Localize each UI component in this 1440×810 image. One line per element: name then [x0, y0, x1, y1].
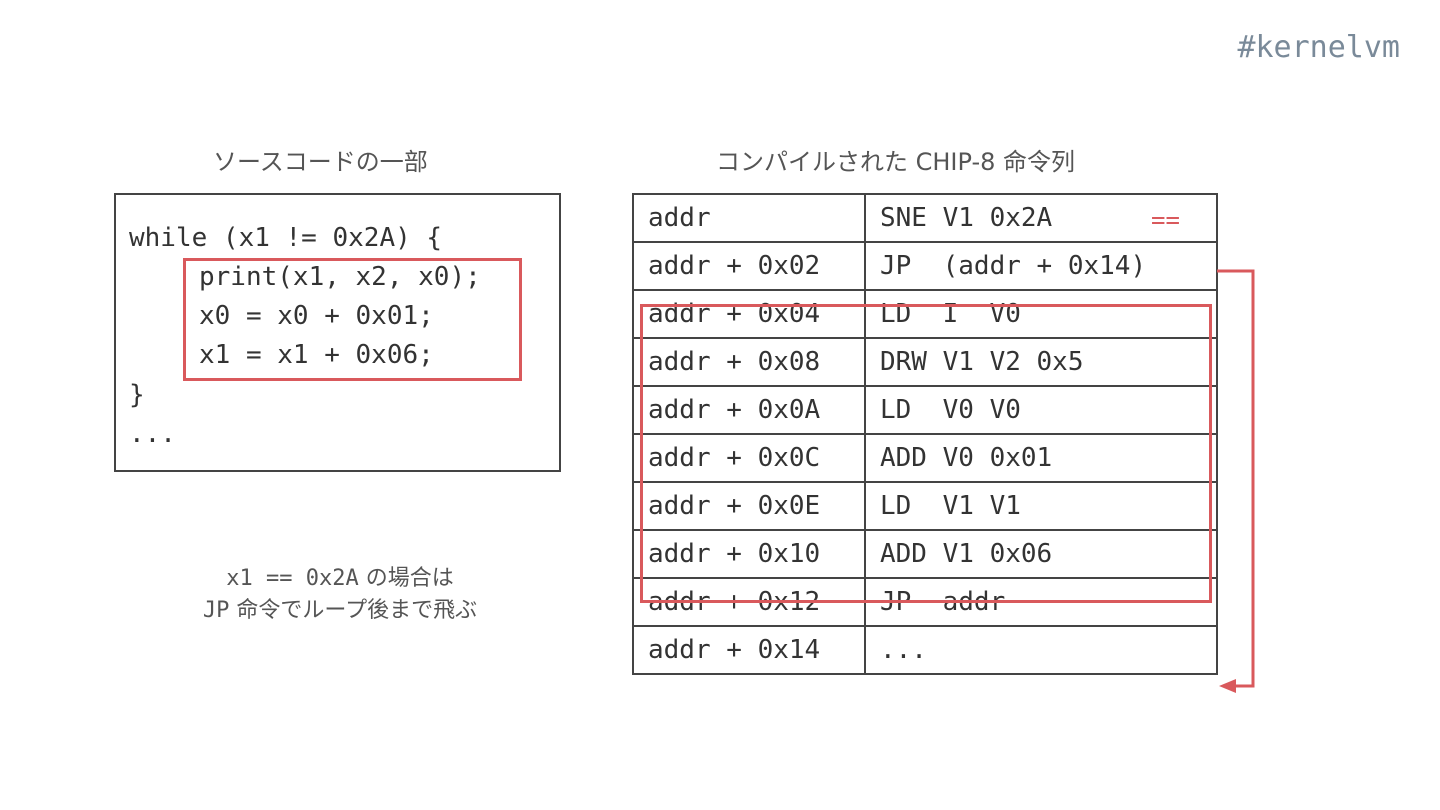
- code-line: print(x1, x2, x0);: [199, 262, 481, 292]
- code-line: while (x1 != 0x2A) {: [129, 223, 443, 253]
- instr-cell: DRW V1 V2 0x5: [864, 337, 1218, 387]
- note-code: x1 == 0x2A: [226, 566, 359, 591]
- note-line-2: JP 命令でループ後まで飛ぶ: [130, 592, 550, 624]
- note-text: 命令でループ後まで飛ぶ: [229, 598, 478, 623]
- hashtag-label: #kernelvm: [1237, 30, 1400, 65]
- instr-cell: ADD V1 0x06: [864, 529, 1218, 579]
- instr-cell: LD V1 V1: [864, 481, 1218, 531]
- code-line: ...: [129, 419, 176, 449]
- addr-cell: addr + 0x02: [632, 241, 866, 291]
- addr-cell: addr + 0x0A: [632, 385, 866, 435]
- addr-cell: addr: [632, 193, 866, 243]
- addr-cell: addr + 0x08: [632, 337, 866, 387]
- instr-cell: LD V0 V0: [864, 385, 1218, 435]
- code-line: x1 = x1 + 0x06;: [199, 340, 434, 370]
- instr-cell: SNE V1 0x2A: [864, 193, 1218, 243]
- table-row: addr + 0x14...: [632, 625, 1218, 675]
- addr-cell: addr + 0x10: [632, 529, 866, 579]
- instr-cell: ADD V0 0x01: [864, 433, 1218, 483]
- loop-instructions-highlight: [640, 304, 1212, 603]
- comparison-mark: ==: [1151, 206, 1180, 234]
- note-text: の場合は: [358, 566, 454, 591]
- instr-cell: JP (addr + 0x14): [864, 241, 1218, 291]
- note-code: JP: [202, 598, 230, 623]
- source-code-title: ソースコードの一部: [213, 148, 428, 176]
- code-line: x0 = x0 + 0x01;: [199, 301, 434, 331]
- code-line: }: [129, 380, 145, 410]
- addr-cell: addr + 0x0C: [632, 433, 866, 483]
- compiled-instructions-title: コンパイルされた CHIP-8 命令列: [716, 148, 1076, 176]
- instr-cell: ...: [864, 625, 1218, 675]
- loop-body-highlight: [183, 258, 522, 381]
- note-line-1: x1 == 0x2A の場合は: [130, 560, 550, 592]
- addr-cell: addr + 0x0E: [632, 481, 866, 531]
- addr-cell: addr + 0x14: [632, 625, 866, 675]
- source-code-box: [114, 193, 561, 472]
